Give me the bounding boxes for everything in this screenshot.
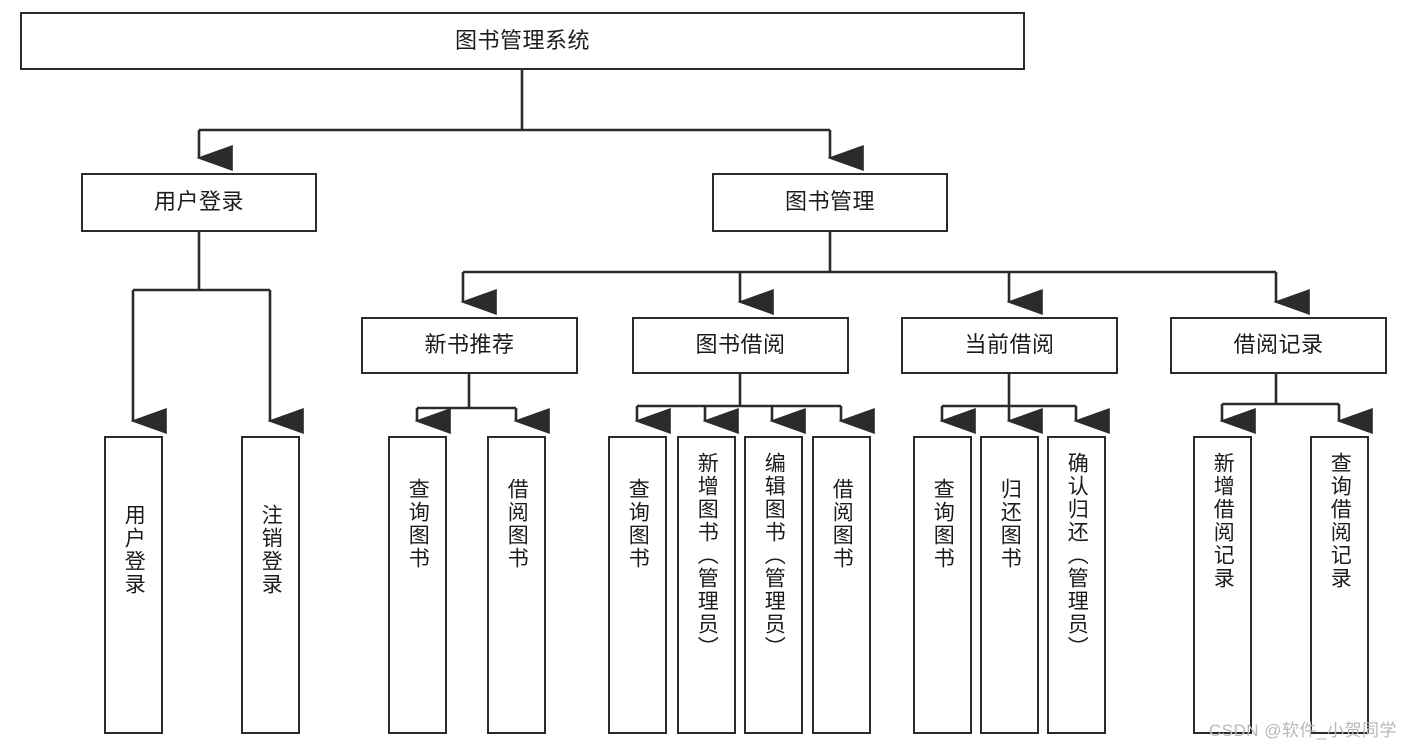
node-leaf-borrow-book-1-label: 借阅图书	[505, 478, 529, 570]
node-leaf-query-book-2-label: 查询图书	[626, 478, 650, 570]
node-leaf-edit-book-label: 编辑图书（管理员）	[762, 452, 786, 659]
node-new-book-recommend-label: 新书推荐	[424, 332, 515, 358]
node-leaf-confirm-return-label: 确认归还（管理员）	[1065, 452, 1089, 659]
node-leaf-user-login[interactable]: 用户登录	[104, 436, 163, 734]
node-borrow-record-label: 借阅记录	[1233, 332, 1324, 358]
node-leaf-user-login-label: 用户登录	[122, 504, 146, 596]
node-leaf-query-book-1[interactable]: 查询图书	[388, 436, 447, 734]
node-leaf-logout-login-label: 注销登录	[259, 504, 283, 596]
node-new-book-recommend[interactable]: 新书推荐	[361, 317, 578, 374]
node-leaf-query-book-3[interactable]: 查询图书	[913, 436, 972, 734]
node-root-label: 图书管理系统	[454, 27, 590, 53]
node-leaf-borrow-book-1[interactable]: 借阅图书	[487, 436, 546, 734]
node-leaf-query-book-2[interactable]: 查询图书	[608, 436, 667, 734]
node-leaf-query-borrow-record-label: 查询借阅记录	[1328, 452, 1352, 590]
node-leaf-add-borrow-record-label: 新增借阅记录	[1211, 452, 1235, 590]
node-leaf-query-book-1-label: 查询图书	[406, 478, 430, 570]
node-leaf-query-borrow-record[interactable]: 查询借阅记录	[1310, 436, 1369, 734]
node-leaf-confirm-return[interactable]: 确认归还（管理员）	[1047, 436, 1106, 734]
node-book-borrow-label: 图书借阅	[695, 332, 786, 358]
node-user-login-label: 用户登录	[153, 189, 244, 215]
node-book-manage[interactable]: 图书管理	[712, 173, 948, 232]
node-leaf-add-book-label: 新增图书（管理员）	[695, 452, 719, 659]
node-leaf-return-book-label: 归还图书	[998, 478, 1022, 570]
node-current-borrow-label: 当前借阅	[964, 332, 1055, 358]
node-leaf-query-book-3-label: 查询图书	[931, 478, 955, 570]
watermark: CSDN @软件_小贺同学	[1208, 721, 1397, 740]
node-leaf-return-book[interactable]: 归还图书	[980, 436, 1039, 734]
node-leaf-borrow-book-2[interactable]: 借阅图书	[812, 436, 871, 734]
node-leaf-add-book[interactable]: 新增图书（管理员）	[677, 436, 736, 734]
node-leaf-edit-book[interactable]: 编辑图书（管理员）	[744, 436, 803, 734]
node-user-login[interactable]: 用户登录	[81, 173, 317, 232]
node-book-manage-label: 图书管理	[784, 189, 875, 215]
node-leaf-borrow-book-2-label: 借阅图书	[830, 478, 854, 570]
node-borrow-record[interactable]: 借阅记录	[1170, 317, 1387, 374]
node-leaf-logout-login[interactable]: 注销登录	[241, 436, 300, 734]
node-book-borrow[interactable]: 图书借阅	[632, 317, 849, 374]
node-current-borrow[interactable]: 当前借阅	[901, 317, 1118, 374]
node-root[interactable]: 图书管理系统	[20, 12, 1025, 70]
node-leaf-add-borrow-record[interactable]: 新增借阅记录	[1193, 436, 1252, 734]
